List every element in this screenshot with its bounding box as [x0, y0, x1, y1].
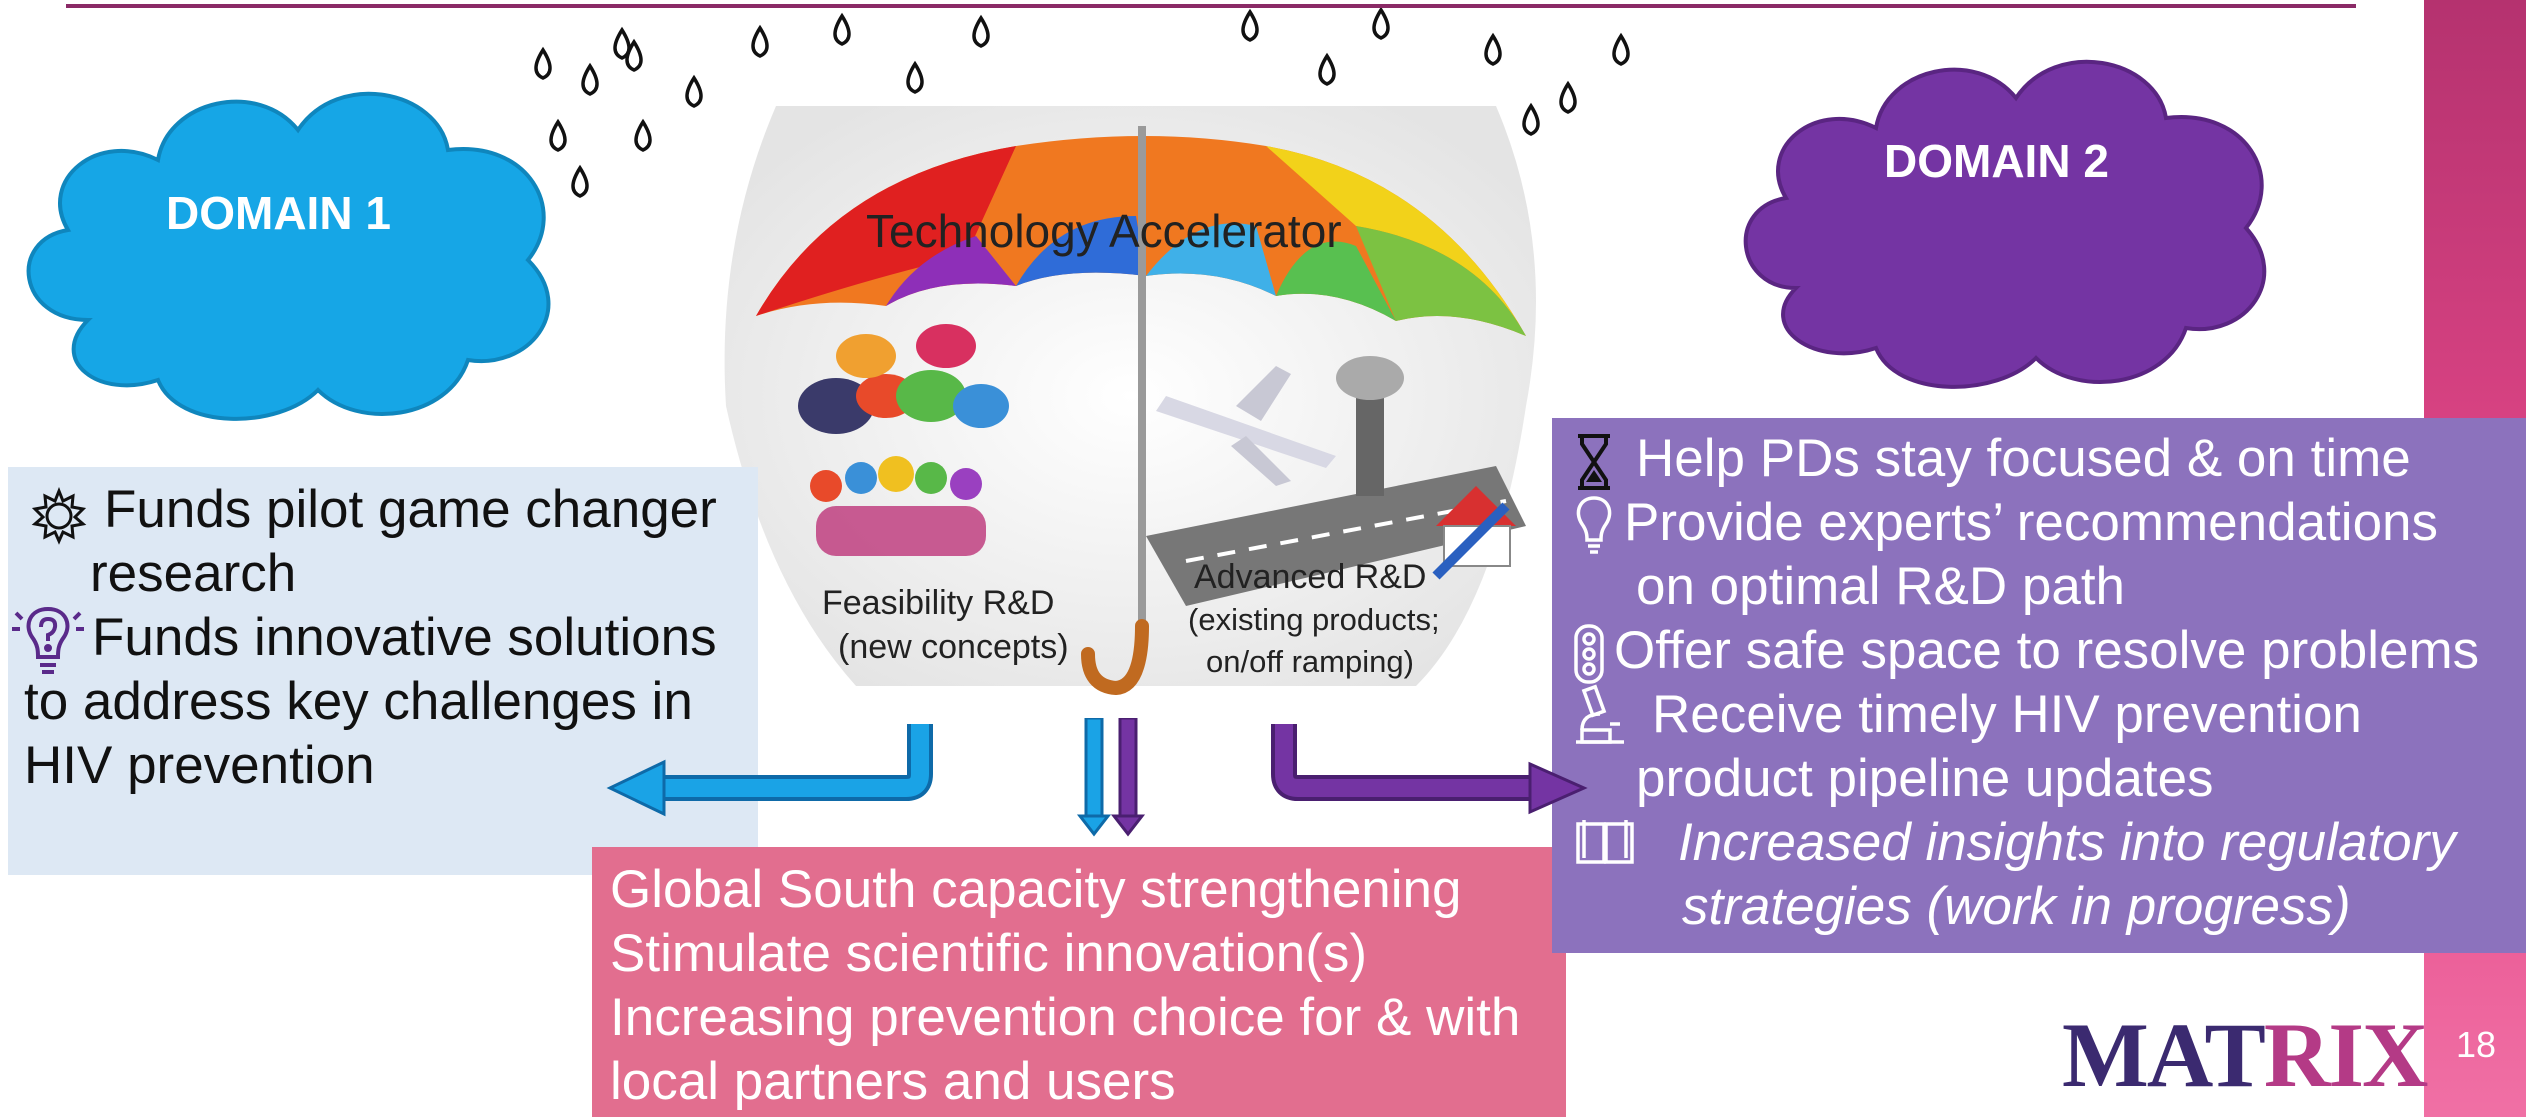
- domain2-line-3: on optimal R&D path: [1636, 557, 2126, 616]
- domain2-cloud: [1743, 59, 2267, 389]
- domain1-panel: Funds pilot game changer research Funds …: [8, 467, 758, 875]
- domain2-line-2: Provide experts’ recommendations: [1624, 493, 2439, 552]
- domain1-label: DOMAIN 1: [166, 187, 391, 239]
- outcome-line-2: Stimulate scientific innovation(s): [610, 924, 1368, 983]
- feasibility-subcaption: (new concepts): [838, 628, 1069, 666]
- domain1-line-5: HIV prevention: [24, 736, 375, 795]
- traffic-light-icon: [1574, 624, 1604, 684]
- top-divider-line: [66, 4, 2356, 8]
- question-bulb-icon: [8, 599, 88, 679]
- advanced-subcaption-1: (existing products;: [1188, 602, 1440, 637]
- advanced-caption: Advanced R&D: [1194, 558, 1427, 596]
- domain1-line-3: Funds innovative solutions: [92, 608, 717, 667]
- domain2-line-4: Offer safe space to resolve problems: [1614, 621, 2480, 680]
- hourglass-icon: [1574, 432, 1614, 492]
- umbrella-illustration: [724, 106, 1536, 696]
- outcome-line-1: Global South capacity strengthening: [610, 860, 1462, 919]
- outcome-line-3: Increasing prevention choice for & with: [610, 988, 1521, 1047]
- advanced-subcaption-2: on/off ramping): [1206, 644, 1414, 679]
- outcome-line-4: local partners and users: [610, 1052, 1176, 1111]
- page-number: 18: [2456, 1024, 2497, 1065]
- domain2-line-5: Receive timely HIV prevention: [1652, 685, 2362, 744]
- raindrops-graphic: [534, 8, 1630, 198]
- flow-arrows: [606, 718, 1588, 837]
- domain2-line-1: Help PDs stay focused & on time: [1636, 429, 2411, 488]
- feasibility-caption: Feasibility R&D: [822, 584, 1055, 622]
- domain2-label: DOMAIN 2: [1884, 135, 2109, 187]
- domain1-line-1: Funds pilot game changer: [104, 480, 717, 539]
- domain2-line-6: product pipeline updates: [1636, 749, 2214, 808]
- domain2-panel: Help PDs stay focused & on time Provide …: [1552, 418, 2526, 953]
- outcomes-panel: Global South capacity strengthening Stim…: [592, 847, 1566, 1117]
- book-icon: [1574, 818, 1636, 868]
- domain2-line-7: Increased insights into regulatory: [1678, 813, 2456, 872]
- domain1-line-4: to address key challenges in: [24, 672, 693, 731]
- lightbulb-icon: [1572, 494, 1616, 556]
- domain1-cloud: [26, 91, 551, 421]
- microscope-icon: [1572, 684, 1628, 748]
- domain1-line-2: research: [90, 544, 297, 603]
- matrix-logo: MATRIX: [2062, 1004, 2428, 1106]
- sun-gear-icon: [30, 487, 88, 545]
- umbrella-title: Technology Accelerator: [866, 205, 1342, 257]
- domain2-line-8: strategies (work in progress): [1682, 877, 2351, 936]
